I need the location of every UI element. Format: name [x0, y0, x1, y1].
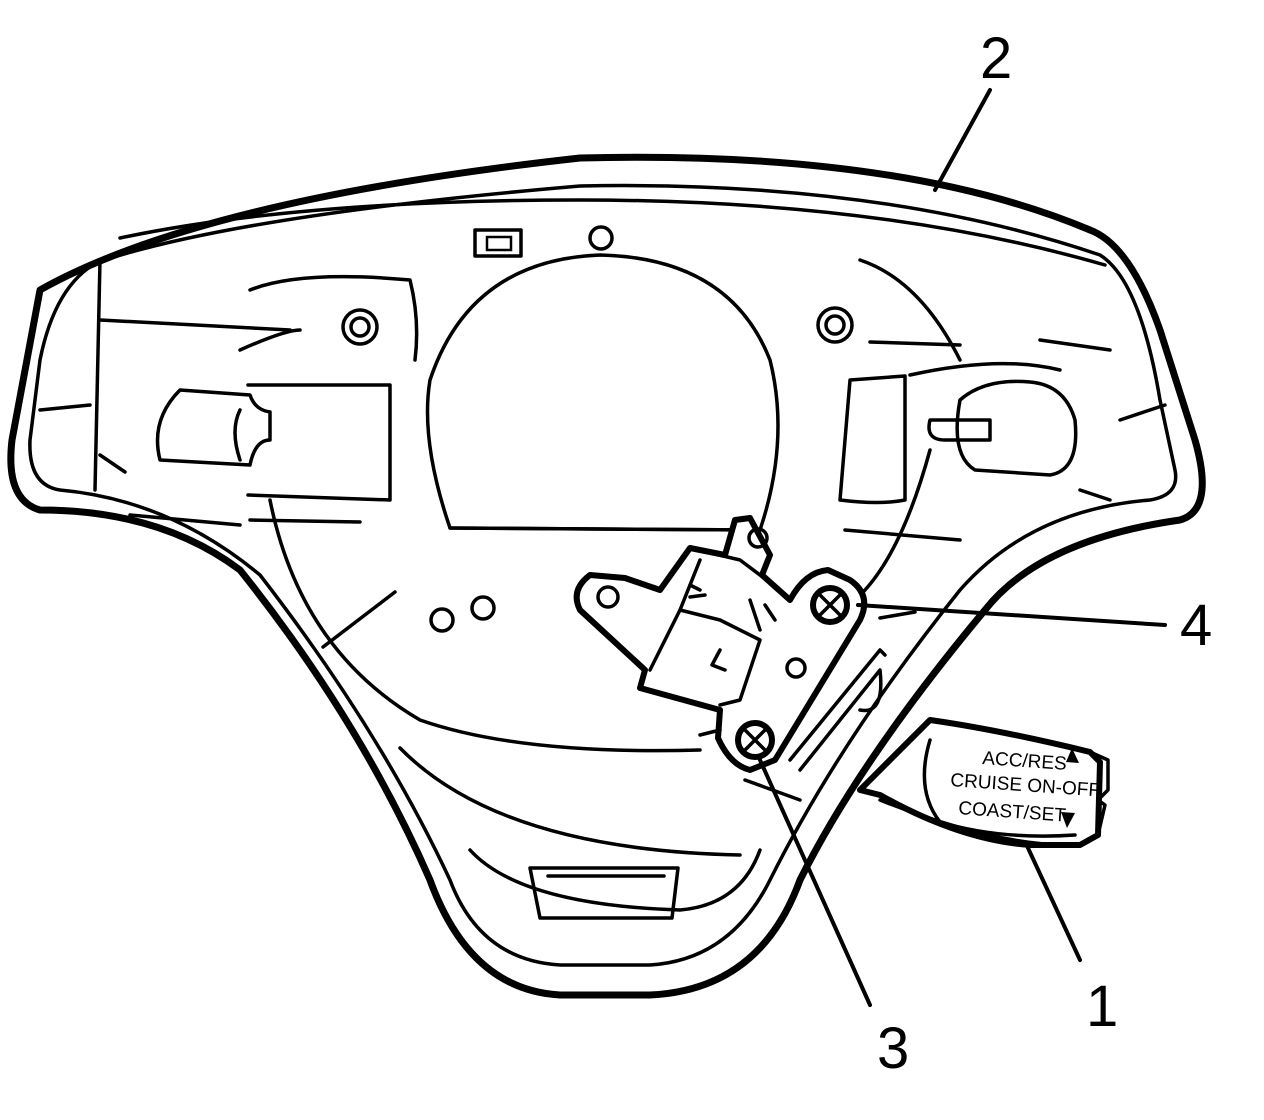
- leader-line-1: [1026, 846, 1082, 962]
- steering-wheel-cover: [7, 153, 1206, 999]
- left-mounting-area: [38, 258, 496, 649]
- acc-res-arrow-icon: [1066, 748, 1079, 763]
- callout-1: 1: [1086, 974, 1118, 1039]
- cruise-control-lever: ACC/RES CRUISE ON-OFF COAST/SET: [857, 717, 1110, 848]
- callout-2: 2: [980, 26, 1012, 91]
- central-hub-dome: [425, 253, 780, 532]
- screw-lower: [735, 720, 775, 760]
- leader-line-4: [856, 603, 1167, 627]
- coast-set-arrow-icon: [1061, 812, 1075, 828]
- leader-lines: [758, 88, 1167, 1007]
- callout-4: 4: [1180, 593, 1212, 658]
- cruise-switch-module: [573, 515, 887, 773]
- callout-3: 3: [877, 1016, 909, 1081]
- leader-line-3: [758, 758, 872, 1007]
- leader-line-2: [933, 88, 992, 192]
- right-mounting-area: [743, 306, 1167, 802]
- screw-upper: [810, 585, 850, 625]
